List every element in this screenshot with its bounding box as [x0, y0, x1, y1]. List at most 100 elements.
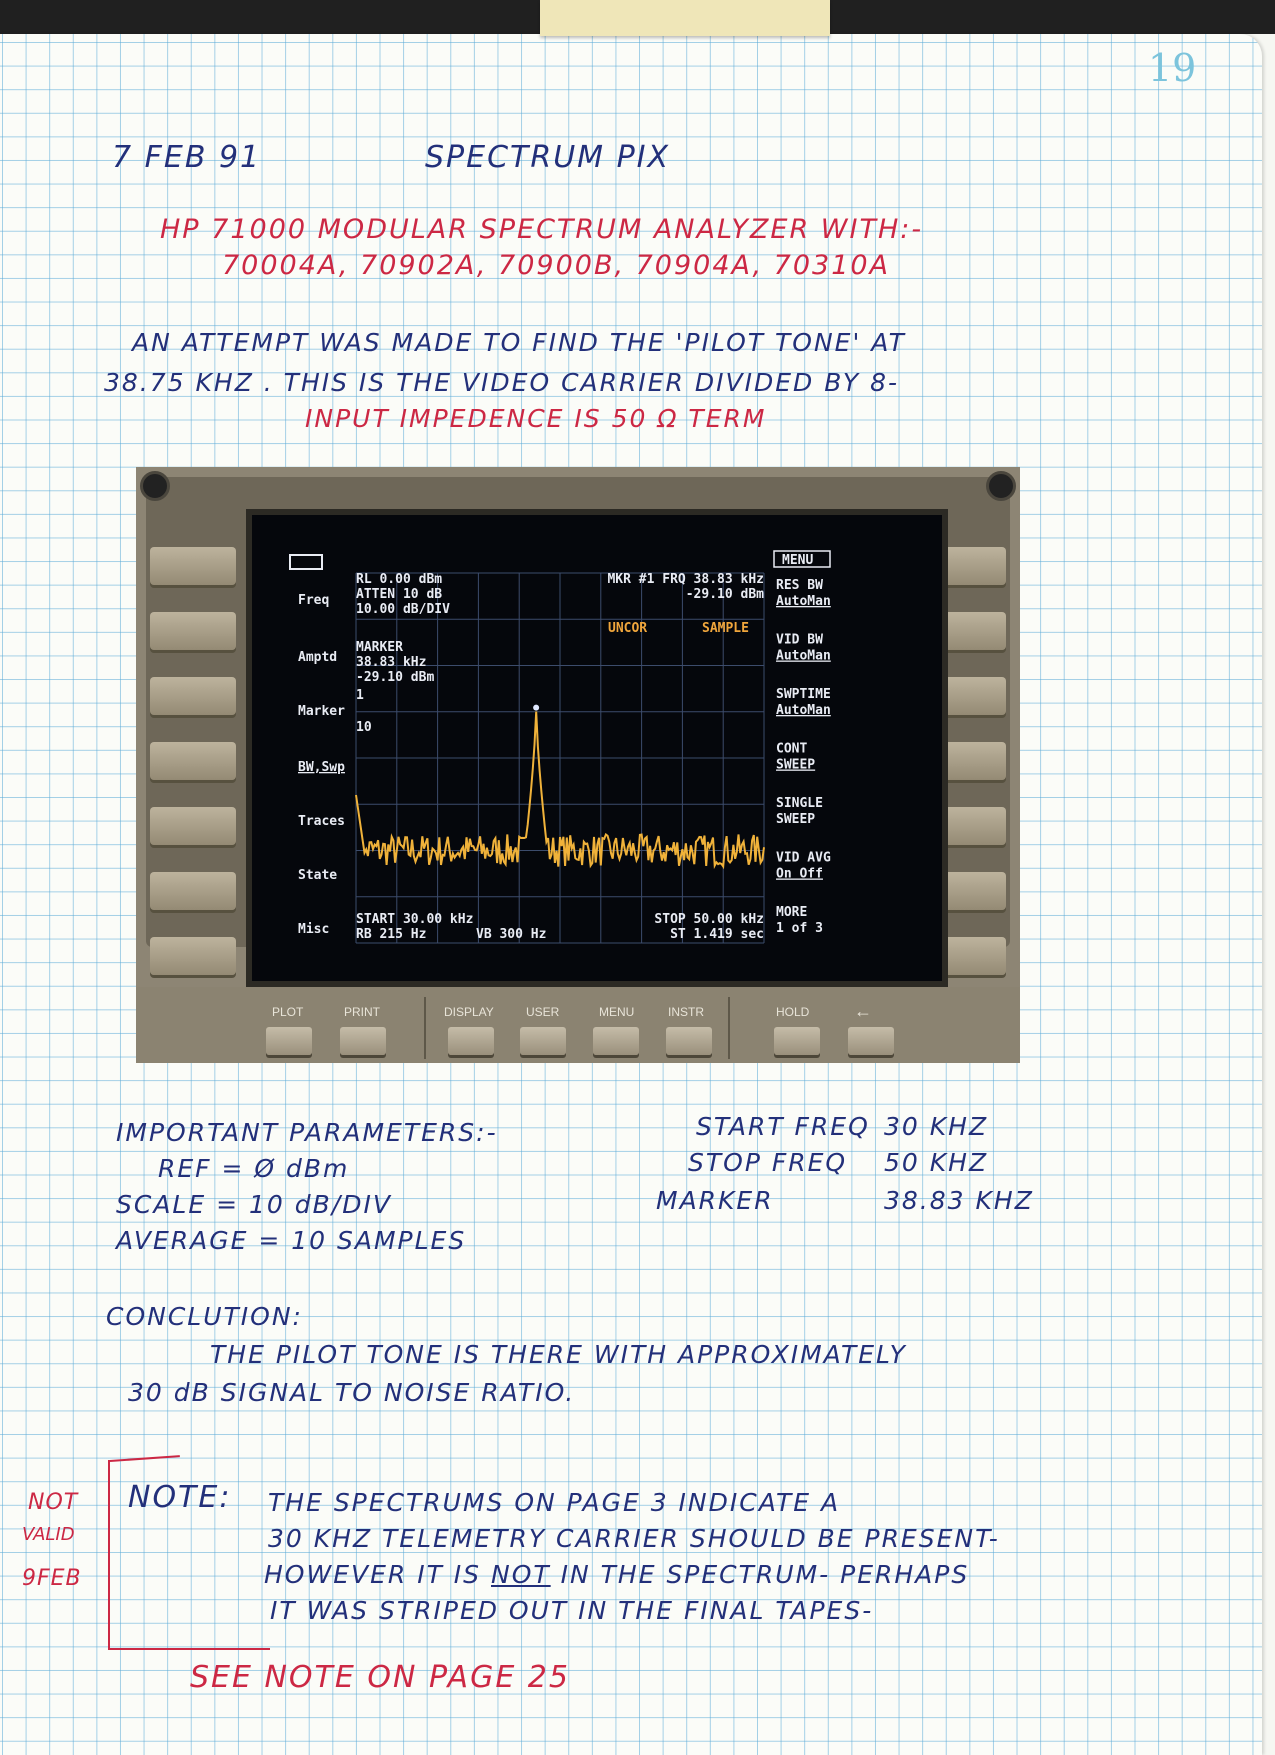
parameters-heading: IMPORTANT PARAMETERS:- [116, 1118, 498, 1147]
see-note-footer: SEE NOTE ON PAGE 25 [190, 1660, 570, 1695]
menu-traces: Traces [298, 814, 345, 829]
spectrum-trace [355, 711, 765, 870]
sweep-time: ST 1.419 sec [670, 927, 764, 942]
scale-per-div: 10.00 dB/DIV [356, 602, 450, 617]
right-menu-line-1: MORE [776, 905, 807, 920]
marker-readout-freq: MKR #1 FRQ 38.83 kHz [607, 572, 764, 587]
right-menu-line-2: 1 of 3 [776, 921, 823, 936]
right-menu-line-2: AutoMan [776, 594, 831, 609]
key-label-menu: MENU [599, 1005, 635, 1019]
right-menu-line-2: SWEEP [776, 758, 815, 773]
res-bandwidth: RB 215 Hz [356, 927, 426, 942]
ref-level: RL 0.00 dBm [356, 572, 442, 587]
softkey-state[interactable] [150, 872, 236, 910]
equipment-line-2: 70004A, 70902A, 70900B, 70904A, 70310A [222, 250, 891, 281]
conclusion-line-2: 30 dB SIGNAL TO NOISE RATIO. [128, 1378, 576, 1407]
softkey-misc[interactable] [150, 937, 236, 975]
marker-freq: 38.83 kHz [356, 655, 426, 670]
margin-note-2: VALID [22, 1524, 75, 1545]
menu-marker: Marker [298, 704, 345, 719]
entry-date: 7 FEB 91 [112, 140, 262, 175]
tape-strip [540, 0, 830, 36]
right-menu-line-1: VID BW [776, 633, 823, 648]
softkey-marker[interactable] [150, 677, 236, 715]
key-label-plot: PLOT [272, 1005, 304, 1019]
conclusion-line-1: THE PILOT TONE IS THERE WITH APPROXIMATE… [210, 1340, 907, 1369]
right-menu-line-2: SWEEP [776, 812, 815, 827]
video-bandwidth: VB 300 Hz [476, 927, 546, 942]
divider [424, 997, 426, 1059]
note-line-3: HOWEVER IT IS NOT IN THE SPECTRUM- PERHA… [264, 1560, 969, 1589]
equipment-line-1: HP 71000 MODULAR SPECTRUM ANALYZER WITH:… [160, 214, 924, 245]
sample-flag: SAMPLE [702, 621, 749, 636]
instr-button[interactable] [666, 1027, 712, 1055]
param-ref: REF = Ø dBm [158, 1154, 350, 1183]
softkey-freq[interactable] [150, 547, 236, 585]
intro-line-2: 38.75 KHZ . THIS IS THE VIDEO CARRIER DI… [104, 368, 900, 397]
note-line-1: THE SPECTRUMS ON PAGE 3 INDICATE A [268, 1488, 841, 1517]
param-average: AVERAGE = 10 SAMPLES [116, 1226, 467, 1255]
start-freq: START 30.00 kHz [356, 912, 473, 927]
entry-box [289, 554, 323, 570]
analyzer-screen: Freq Amptd Marker BW,Swp Traces State Mi… [246, 509, 948, 987]
marker-readout-amp: -29.10 dBm [686, 587, 764, 602]
marker-dot [533, 704, 540, 711]
param-start-value: 30 KHZ [884, 1112, 989, 1141]
note-line-4: IT WAS STRIPED OUT IN THE FINAL TAPES- [270, 1596, 874, 1625]
key-label-instr: INSTR [668, 1005, 704, 1019]
back-button[interactable] [848, 1027, 894, 1055]
note-line-2: 30 KHZ TELEMETRY CARRIER SHOULD BE PRESE… [268, 1524, 1000, 1553]
uncor-flag: UNCOR [608, 621, 647, 636]
key-label-user: USER [526, 1005, 560, 1019]
user-button[interactable] [520, 1027, 566, 1055]
right-menu-line-2: On Off [776, 867, 823, 882]
param-stop-label: STOP FREQ [688, 1148, 848, 1177]
right-menu-line-1: SWPTIME [776, 687, 831, 702]
display-button[interactable] [448, 1027, 494, 1055]
plot-button[interactable] [266, 1027, 312, 1055]
softkey-bw-swp[interactable] [150, 742, 236, 780]
stop-freq: STOP 50.00 kHz [654, 912, 764, 927]
key-label-display: DISPLAY [444, 1005, 494, 1019]
menu-button[interactable] [593, 1027, 639, 1055]
key-label-print: PRINT [344, 1005, 380, 1019]
right-menu-line-1: VID AVG [776, 851, 831, 866]
right-menu-line-2: AutoMan [776, 649, 831, 664]
note-emphasis: NOT [491, 1560, 551, 1589]
screw-icon [986, 471, 1016, 501]
left-menu: Freq Amptd Marker BW,Swp Traces State Mi… [298, 593, 345, 937]
menu-bw-swp: BW,Swp [298, 760, 345, 775]
right-menu-line-2: AutoMan [776, 703, 831, 718]
param-marker-label: MARKER [656, 1186, 774, 1215]
marker-label: MARKER [356, 640, 403, 655]
note-label: NOTE: [128, 1480, 232, 1515]
hold-button[interactable] [774, 1027, 820, 1055]
entry-title: SPECTRUM PIX [425, 140, 671, 175]
print-button[interactable] [340, 1027, 386, 1055]
param-stop-value: 50 KHZ [884, 1148, 989, 1177]
average-count: 10 [356, 720, 372, 735]
key-label-hold: HOLD [776, 1005, 810, 1019]
left-softkeys [150, 547, 236, 1002]
param-start-label: START FREQ [696, 1112, 870, 1141]
graticule [355, 572, 765, 944]
margin-note-3: 9FEB [22, 1566, 82, 1591]
marker-amp: -29.10 dBm [356, 670, 434, 685]
menu-tag-box [773, 550, 831, 568]
intro-line-1: AN ATTEMPT WAS MADE TO FIND THE 'PILOT T… [132, 328, 906, 357]
param-scale: SCALE = 10 dB/DIV [116, 1190, 392, 1219]
right-menu-line-1: RES BW [776, 578, 823, 593]
menu-tag: MENU [782, 553, 813, 568]
menu-amptd: Amptd [298, 650, 337, 665]
divider [728, 997, 730, 1059]
softkey-traces[interactable] [150, 807, 236, 845]
note-bracket [108, 1460, 270, 1650]
margin-note-1: NOT [28, 1490, 79, 1515]
intro-line-3: INPUT IMPEDENCE IS 50 Ω TERM [305, 404, 767, 433]
menu-freq: Freq [298, 593, 329, 608]
note-line-3-start: HOWEVER IT IS [264, 1560, 482, 1589]
conclusion-heading: CONCLUTION: [106, 1302, 303, 1331]
attenuation: ATTEN 10 dB [356, 587, 442, 602]
softkey-amptd[interactable] [150, 612, 236, 650]
